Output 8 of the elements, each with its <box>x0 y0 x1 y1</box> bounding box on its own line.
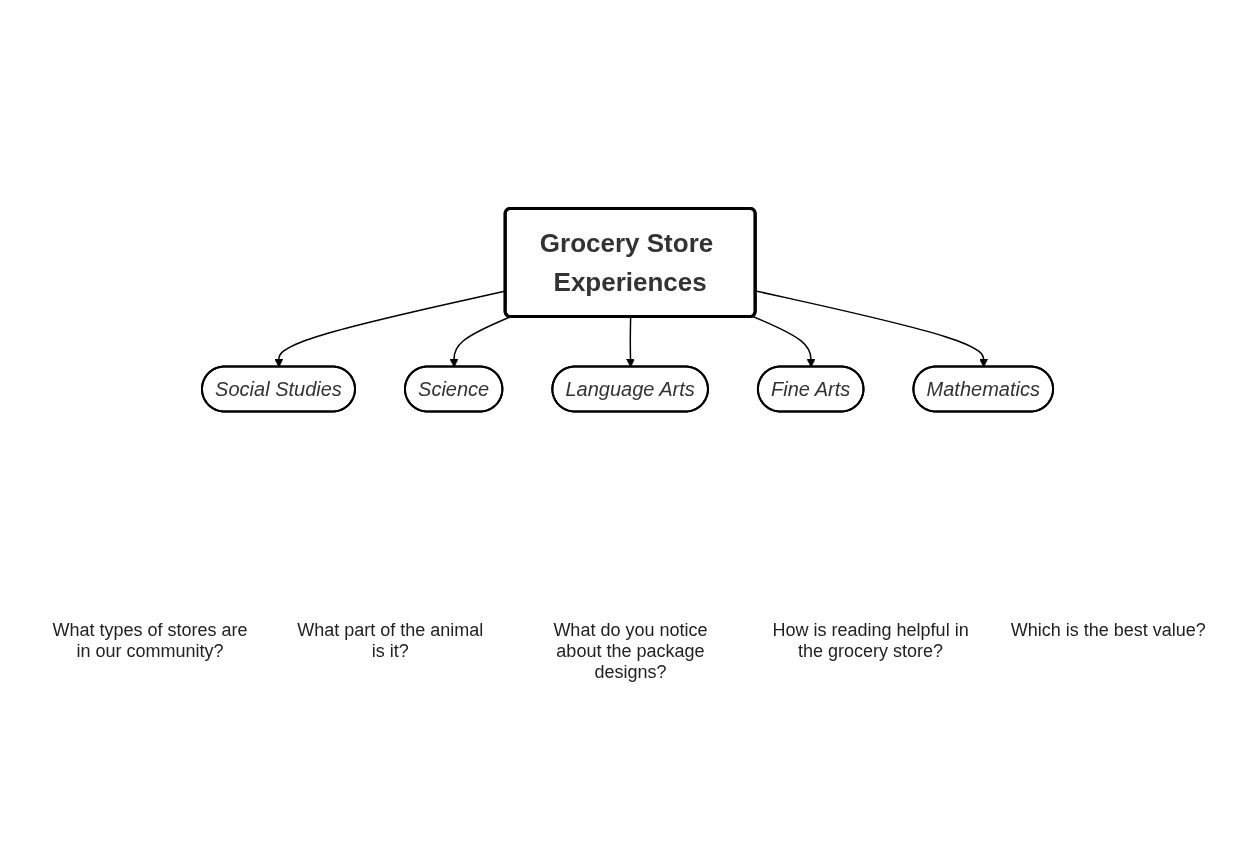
question-note: What do you notice about the package designs? <box>552 620 709 683</box>
question-note: Which is the best value? <box>1010 620 1206 641</box>
arrow <box>626 316 636 368</box>
arrow <box>755 290 989 368</box>
question-note: What part of the animal is it? <box>296 620 485 662</box>
question-note: What types of stores are in our community? <box>51 620 249 662</box>
arrow <box>752 315 816 368</box>
question-note: How is reading helpful in the grocery store? <box>771 620 970 662</box>
